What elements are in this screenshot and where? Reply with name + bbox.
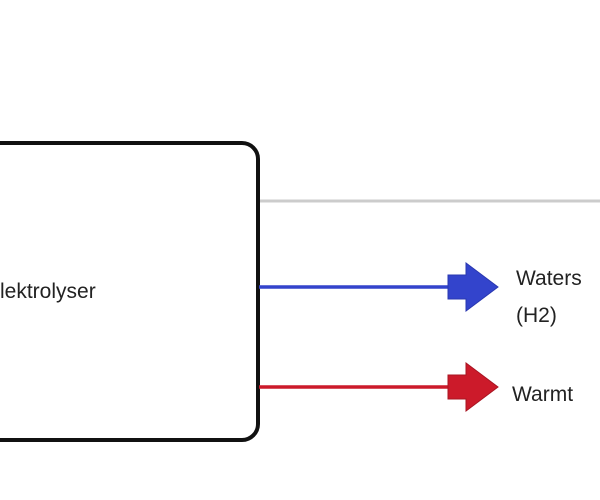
heat-output-label: Warmt: [512, 383, 574, 406]
hydrogen-arrow-icon: [447, 262, 499, 312]
hydrogen-formula-label: (H2): [516, 304, 557, 327]
hydrogen-output-label: Waters: [516, 267, 582, 290]
electrolyser-label: lektrolyser: [0, 280, 96, 303]
electrolyser-box: [0, 141, 260, 442]
heat-arrow-icon: [447, 362, 499, 412]
